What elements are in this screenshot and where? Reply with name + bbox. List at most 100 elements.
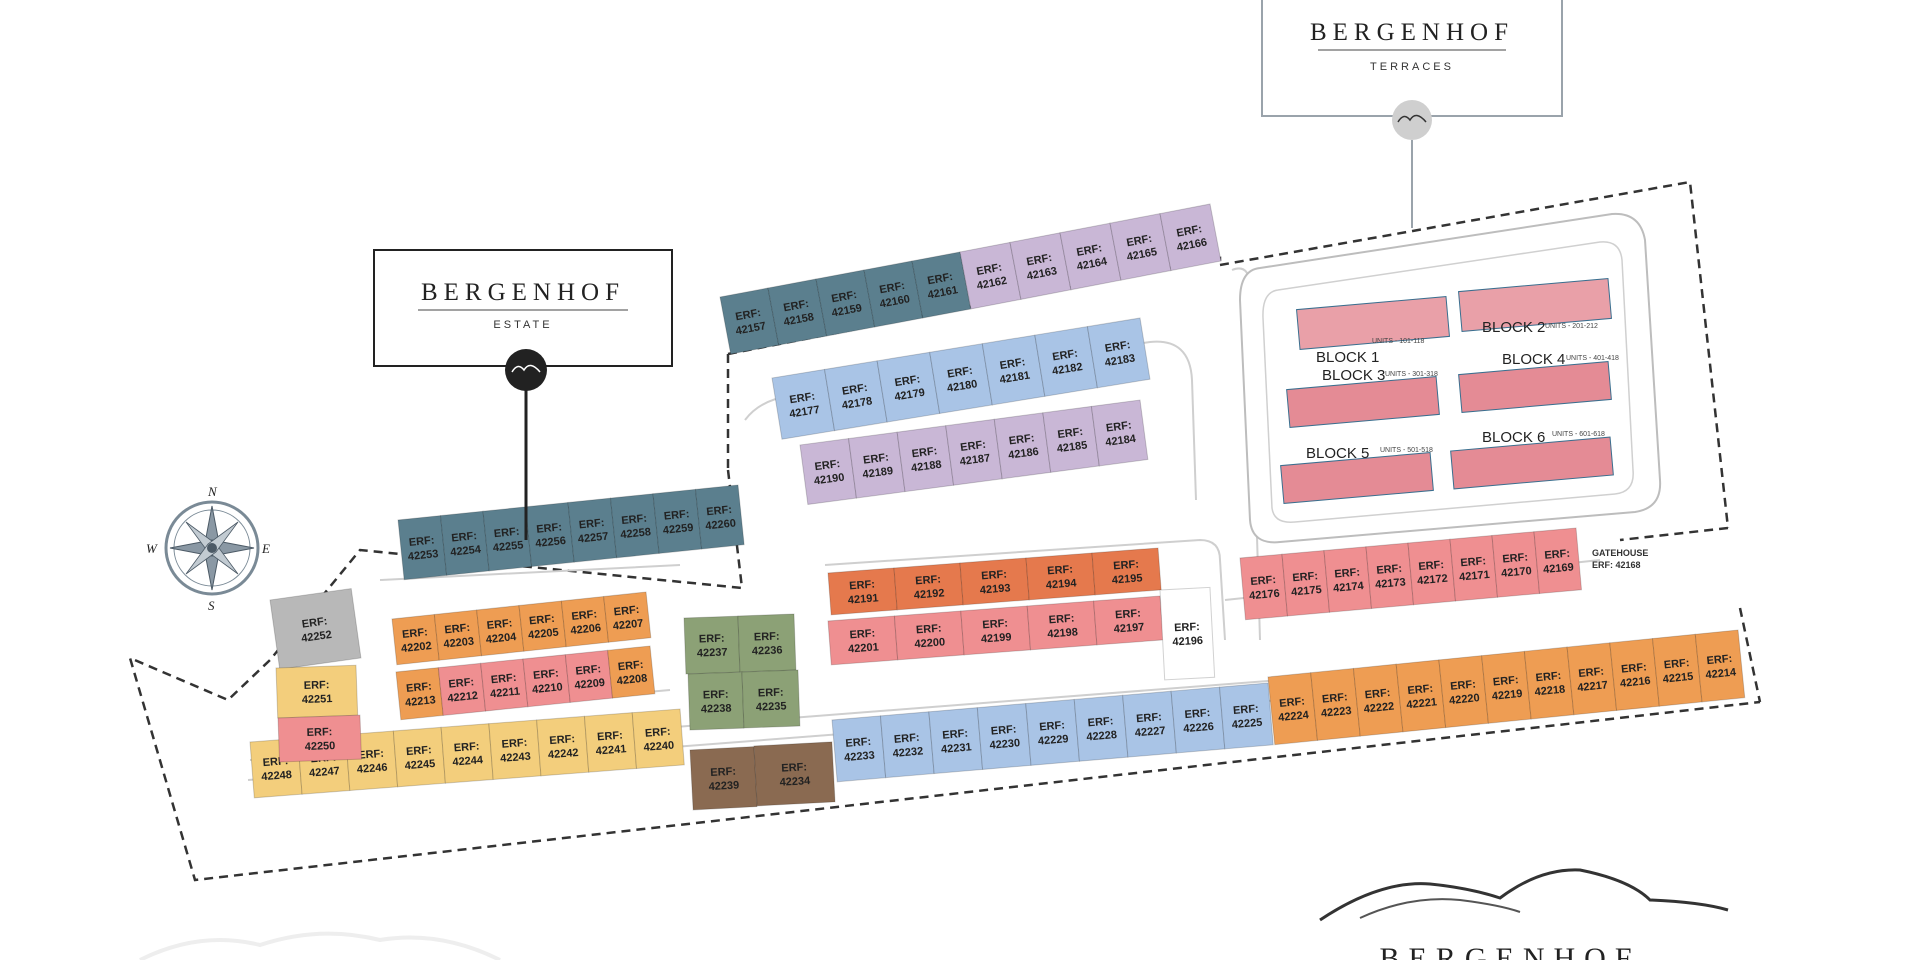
erf-lot-42202[interactable]: ERF:42202 xyxy=(391,613,440,666)
block-2-units: UNITS - 201-212 xyxy=(1545,323,1598,330)
erf-lot-42215[interactable]: ERF:42215 xyxy=(1651,633,1703,707)
erf-lot-42166[interactable]: ERF:42166 xyxy=(1159,203,1222,272)
erf-lot-42187[interactable]: ERF:42187 xyxy=(945,418,1003,486)
erf-lot-42196[interactable]: ERF:42196 xyxy=(1159,586,1216,681)
erf-lot-42223[interactable]: ERF:42223 xyxy=(1310,667,1361,741)
erf-lot-42171[interactable]: ERF:42171 xyxy=(1449,534,1499,602)
erf-lot-42186[interactable]: ERF:42186 xyxy=(993,412,1052,480)
erf-lot-42188[interactable]: ERF:42188 xyxy=(896,425,955,493)
erf-lot-42234[interactable]: ERF:42234 xyxy=(753,741,836,807)
erf-lot-42258[interactable]: ERF:42258 xyxy=(609,493,660,559)
erf-lot-42175[interactable]: ERF:42175 xyxy=(1281,549,1331,617)
erf-lot-42230[interactable]: ERF:42230 xyxy=(976,703,1032,770)
erf-lot-42222[interactable]: ERF:42222 xyxy=(1352,663,1404,737)
erf-lot-42239[interactable]: ERF:42239 xyxy=(689,746,758,811)
erf-lot-42216[interactable]: ERF:42216 xyxy=(1609,637,1660,712)
erf-lot-42204[interactable]: ERF:42204 xyxy=(476,604,525,657)
erf-lot-42227[interactable]: ERF:42227 xyxy=(1122,690,1177,758)
erf-lot-42214[interactable]: ERF:42214 xyxy=(1694,629,1746,703)
erf-lot-42164[interactable]: ERF:42164 xyxy=(1059,222,1122,291)
erf-lot-42185[interactable]: ERF:42185 xyxy=(1042,405,1100,473)
erf-lot-42197[interactable]: ERF:42197 xyxy=(1093,595,1164,646)
erf-lot-42208[interactable]: ERF:42208 xyxy=(607,645,656,699)
erf-lot-42241[interactable]: ERF:42241 xyxy=(583,712,638,773)
terraces-legend: BERGENHOF TERRACES xyxy=(1261,0,1563,228)
erf-lot-42253[interactable]: ERF:42253 xyxy=(397,515,448,581)
erf-lot-42224[interactable]: ERF:42224 xyxy=(1267,672,1319,746)
erf-lot-42240[interactable]: ERF:42240 xyxy=(631,708,685,770)
erf-lot-42221[interactable]: ERF:42221 xyxy=(1395,659,1447,733)
erf-lot-42191[interactable]: ERF:42191 xyxy=(827,567,898,616)
erf-lot-42236[interactable]: ERF:42236 xyxy=(737,613,797,673)
erf-lot-42163[interactable]: ERF:42163 xyxy=(1009,232,1072,300)
erf-lot-42259[interactable]: ERF:42259 xyxy=(652,488,703,554)
erf-lot-42219[interactable]: ERF:42219 xyxy=(1481,650,1532,724)
erf-lot-42192[interactable]: ERF:42192 xyxy=(893,562,964,611)
erf-lot-42211[interactable]: ERF:42211 xyxy=(480,658,529,712)
erf-lot-42228[interactable]: ERF:42228 xyxy=(1073,694,1129,762)
erf-lot-42172[interactable]: ERF:42172 xyxy=(1407,538,1457,606)
erf-lot-42184[interactable]: ERF:42184 xyxy=(1090,399,1149,467)
erf-lot-42256[interactable]: ERF:42256 xyxy=(524,501,575,568)
erf-lot-42162[interactable]: ERF:42162 xyxy=(959,241,1022,310)
erf-lot-42177[interactable]: ERF:42177 xyxy=(771,368,836,440)
erf-lot-42207[interactable]: ERF:42207 xyxy=(603,591,652,643)
erf-lot-42199[interactable]: ERF:42199 xyxy=(960,605,1032,656)
erf-lot-42243[interactable]: ERF:42243 xyxy=(488,719,542,781)
erf-lot-42198[interactable]: ERF:42198 xyxy=(1026,600,1098,651)
erf-lot-42217[interactable]: ERF:42217 xyxy=(1566,642,1618,716)
erf-lot-42209[interactable]: ERF:42209 xyxy=(564,649,614,703)
erf-lot-42179[interactable]: ERF:42179 xyxy=(876,351,941,423)
erf-lot-42161[interactable]: ERF:42161 xyxy=(911,251,972,319)
erf-lot-42165[interactable]: ERF:42165 xyxy=(1109,213,1172,281)
erf-lot-42169[interactable]: ERF:42169 xyxy=(1533,527,1583,595)
erf-lot-42183[interactable]: ERF:42183 xyxy=(1086,317,1151,389)
erf-lot-42255[interactable]: ERF:42255 xyxy=(482,506,533,572)
erf-lot-42200[interactable]: ERF:42200 xyxy=(893,610,965,661)
erf-lot-42178[interactable]: ERF:42178 xyxy=(823,360,888,432)
erf-lot-42235[interactable]: ERF:42235 xyxy=(741,669,801,729)
erf-lot-42189[interactable]: ERF:42189 xyxy=(848,431,906,499)
erf-lot-42194[interactable]: ERF:42194 xyxy=(1025,552,1096,601)
erf-lot-42206[interactable]: ERF:42206 xyxy=(560,595,610,648)
erf-lot-42159[interactable]: ERF:42159 xyxy=(815,269,876,337)
erf-lot-42158[interactable]: ERF:42158 xyxy=(767,278,828,346)
erf-lot-42218[interactable]: ERF:42218 xyxy=(1523,646,1575,720)
erf-lot-42210[interactable]: ERF:42210 xyxy=(522,654,571,708)
erf-lot-42220[interactable]: ERF:42220 xyxy=(1438,655,1489,729)
erf-lot-42257[interactable]: ERF:42257 xyxy=(567,497,618,563)
erf-lot-42173[interactable]: ERF:42173 xyxy=(1365,542,1415,610)
erf-lot-42232[interactable]: ERF:42232 xyxy=(879,711,935,779)
erf-lot-42229[interactable]: ERF:42229 xyxy=(1025,698,1081,766)
erf-lot-42201[interactable]: ERF:42201 xyxy=(827,615,899,666)
erf-lot-42157[interactable]: ERF:42157 xyxy=(719,287,780,355)
erf-lot-42160[interactable]: ERF:42160 xyxy=(863,260,924,328)
erf-lot-42244[interactable]: ERF:42244 xyxy=(440,723,494,784)
erf-lot-42252[interactable]: ERF:42252 xyxy=(269,588,362,670)
erf-lot-42174[interactable]: ERF:42174 xyxy=(1323,546,1373,613)
erf-lot-42170[interactable]: ERF:42170 xyxy=(1491,531,1541,598)
erf-lot-42250[interactable]: ERF:42250 xyxy=(277,714,363,763)
erf-lot-42242[interactable]: ERF:42242 xyxy=(536,715,590,777)
erf-lot-42225[interactable]: ERF:42225 xyxy=(1219,682,1274,750)
erf-lot-42226[interactable]: ERF:42226 xyxy=(1170,686,1226,754)
erf-lot-42238[interactable]: ERF:42238 xyxy=(687,671,745,731)
erf-lot-42180[interactable]: ERF:42180 xyxy=(929,343,993,415)
erf-lot-42212[interactable]: ERF:42212 xyxy=(437,662,487,716)
erf-lot-42213[interactable]: ERF:42213 xyxy=(395,667,444,721)
erf-lot-42193[interactable]: ERF:42193 xyxy=(959,557,1030,606)
erf-lot-42254[interactable]: ERF:42254 xyxy=(439,510,490,576)
erf-lot-42203[interactable]: ERF:42203 xyxy=(433,609,483,661)
erf-lot-42205[interactable]: ERF:42205 xyxy=(518,600,567,652)
erf-lot-42176[interactable]: ERF:42176 xyxy=(1239,553,1289,621)
erf-lot-42195[interactable]: ERF:42195 xyxy=(1091,547,1162,596)
erf-lot-42245[interactable]: ERF:42245 xyxy=(392,726,446,788)
erf-lot-42231[interactable]: ERF:42231 xyxy=(928,707,984,775)
erf-lot-42237[interactable]: ERF:42237 xyxy=(683,615,741,675)
erf-lot-42182[interactable]: ERF:42182 xyxy=(1034,325,1098,397)
erf-lot-42251[interactable]: ERF:42251 xyxy=(275,664,359,719)
erf-lot-42260[interactable]: ERF:42260 xyxy=(694,484,745,550)
erf-lot-42233[interactable]: ERF:42233 xyxy=(831,715,887,783)
erf-lot-42190[interactable]: ERF:42190 xyxy=(799,438,858,506)
erf-lot-42181[interactable]: ERF:42181 xyxy=(981,334,1046,406)
